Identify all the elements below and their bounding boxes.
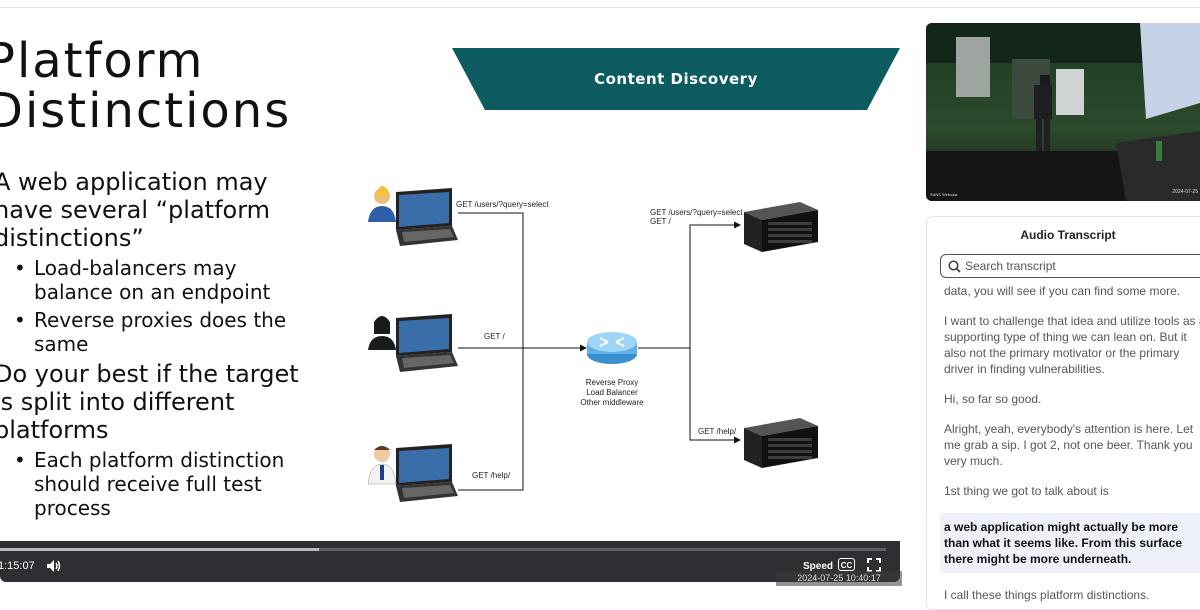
transcript-paragraph[interactable]: I want to challenge that idea and utiliz… bbox=[944, 314, 1200, 376]
request-label-3: GET /help/ bbox=[472, 471, 511, 480]
forward-label-2: GET /help/ bbox=[698, 427, 737, 436]
transcript-paragraph[interactable]: 1st thing we got to talk about is bbox=[944, 484, 1109, 498]
proxy-label: Reverse Proxy Load Balancer Other middle… bbox=[572, 378, 652, 408]
progress-fill bbox=[0, 548, 319, 551]
diagram-lines bbox=[458, 212, 741, 491]
forward-label-1a: GET /users/?query=select bbox=[650, 208, 743, 217]
transcript-paragraph[interactable]: I call these things platform distinction… bbox=[944, 588, 1150, 602]
bullet-2: Do your best if the target is split into… bbox=[0, 360, 299, 444]
proxy-label-line1: Reverse Proxy bbox=[585, 378, 639, 387]
proxy-label-line3: Other middleware bbox=[580, 398, 644, 407]
server-2-icon bbox=[744, 418, 818, 468]
content-discovery-banner: Content Discovery bbox=[452, 48, 900, 110]
user-laptop-3-icon bbox=[367, 444, 458, 502]
transcript-paragraph-current[interactable]: a web application might actually be more… bbox=[940, 513, 1200, 573]
slide-title: Platform Distinctions bbox=[0, 36, 291, 136]
volume-icon[interactable] bbox=[46, 559, 62, 573]
captions-button[interactable]: CC bbox=[838, 558, 855, 571]
transcript-title: Audio Transcript bbox=[1020, 228, 1116, 242]
speed-button[interactable]: Speed bbox=[803, 561, 834, 572]
webcam-scene bbox=[926, 23, 1200, 201]
webcam-date: 2024-07-25 bbox=[1172, 189, 1198, 195]
transcript-panel: Audio Transcript data, you will see if y… bbox=[926, 216, 1200, 610]
bullet-1-1: Load-balancers may balance on an endpoin… bbox=[14, 256, 314, 304]
transcript-list: data, you will see if you can find some … bbox=[927, 283, 1200, 609]
webcam-label: SANS Webcast bbox=[930, 192, 958, 197]
search-icon bbox=[948, 260, 961, 273]
bullet-1: A web application may have several “plat… bbox=[0, 168, 271, 252]
forward-label-1b: GET / bbox=[650, 217, 671, 226]
timecode: 1:15:07 bbox=[0, 560, 35, 572]
request-label-2: GET / bbox=[484, 332, 505, 341]
transcript-paragraph[interactable]: Alright, yeah, everybody's attention is … bbox=[944, 422, 1194, 468]
video-date-overlay: 2024-07-25 10:40:17 bbox=[776, 571, 902, 586]
video-slide[interactable]: Platform Distinctions A web application … bbox=[0, 8, 900, 553]
server-1-icon bbox=[744, 202, 818, 252]
banner-shape bbox=[452, 48, 900, 110]
transcript-search[interactable] bbox=[940, 254, 1200, 278]
transcript-paragraph[interactable]: Hi, so far so good. bbox=[944, 392, 1042, 406]
proxy-label-line2: Load Balancer bbox=[586, 388, 638, 397]
bullet-2-1: Each platform distinction should receive… bbox=[14, 448, 314, 520]
request-label-1: GET /users/?query=select bbox=[456, 200, 549, 209]
network-diagram: GET /users/?query=select GET / GET /help… bbox=[360, 168, 900, 538]
video-controls: 1:15:07 Speed CC bbox=[0, 541, 900, 582]
slide-bullets: A web application may have several “plat… bbox=[0, 168, 314, 524]
bullet-1-2: Reverse proxies does the same bbox=[14, 308, 314, 356]
progress-bar[interactable] bbox=[0, 548, 886, 551]
slide-title-line1: Platform bbox=[0, 33, 205, 89]
fullscreen-icon[interactable] bbox=[867, 558, 881, 572]
user-laptop-1-icon bbox=[368, 186, 458, 246]
transcript-search-input[interactable] bbox=[965, 257, 1200, 275]
user-laptop-2-icon bbox=[368, 314, 458, 372]
transcript-paragraph[interactable]: data, you will see if you can find some … bbox=[944, 284, 1181, 298]
banner-text: Content Discovery bbox=[594, 70, 758, 88]
top-divider bbox=[0, 0, 1200, 8]
webcam-feed[interactable]: SANS Webcast 2024-07-25 bbox=[926, 23, 1200, 201]
router-icon bbox=[587, 332, 637, 364]
slide-title-line2: Distinctions bbox=[0, 83, 292, 139]
